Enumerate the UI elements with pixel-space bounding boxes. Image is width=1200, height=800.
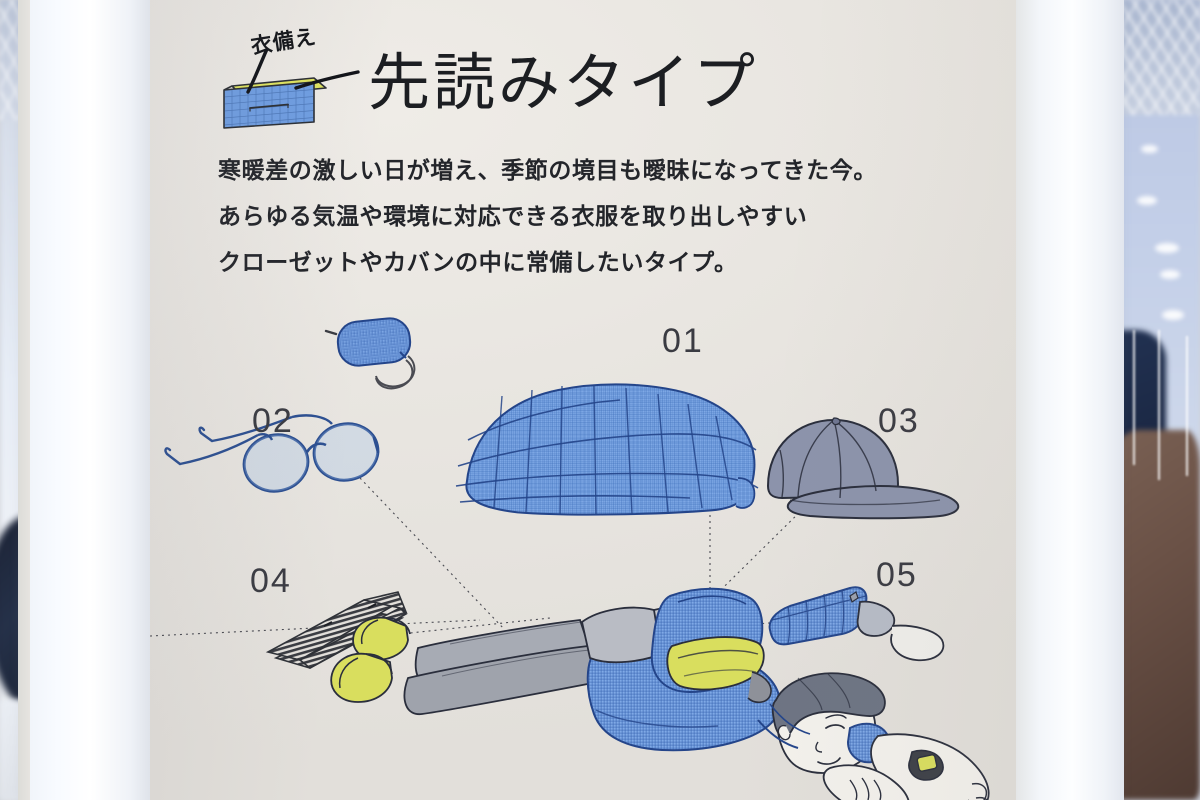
item-baseball-cap <box>766 417 960 520</box>
bokeh-2 <box>1137 196 1157 205</box>
item-number-04: 04 <box>250 562 292 600</box>
handwritten-note: 衣備え <box>249 24 319 59</box>
bokeh-3 <box>1155 243 1179 253</box>
illustration-svg <box>150 317 990 800</box>
item-eyeglasses <box>164 414 380 493</box>
item-folding-umbrella <box>768 586 945 662</box>
stuff-sack-pouch <box>324 317 416 390</box>
item-number-03: 03 <box>878 402 920 440</box>
hanger-rod-2 <box>1158 330 1160 480</box>
hanger-rod-1 <box>1133 330 1135 465</box>
illustration-area: 01 02 03 04 05 <box>150 300 1016 800</box>
item-number-01: 01 <box>662 322 704 360</box>
bokeh-4 <box>1160 270 1180 279</box>
item-number-02: 02 <box>252 402 294 440</box>
poster-panel: 衣備え 先読みタイプ 寒暖差の激しい日が増え、季節の境目も曖昧になってきた今。 … <box>150 0 1016 800</box>
right-white-pillar <box>1016 0 1124 800</box>
left-pillar-edge <box>18 0 30 800</box>
body-line-2: あらゆる気温や環境に対応できる衣服を取り出しやすい <box>218 204 808 230</box>
figure-person-lying-prone <box>330 587 990 800</box>
bokeh-5 <box>1162 310 1184 320</box>
page-title: 先読みタイプ <box>368 46 759 119</box>
body-line-1: 寒暖差の激しい日が増え、季節の境目も曖昧になってきた今。 <box>218 158 877 184</box>
item-number-05: 05 <box>876 556 918 594</box>
item-quilted-jacket <box>455 383 759 516</box>
body-line-3: クローゼットやカバンの中に常備したいタイプ。 <box>218 250 738 276</box>
left-white-pillar <box>18 0 150 800</box>
body-copy: 寒暖差の激しい日が増え、季節の境目も曖昧になってきた今。 あらゆる気温や環境に対… <box>218 148 978 286</box>
hanger-rod-3 <box>1186 336 1188 476</box>
poster-header: 衣備え 先読みタイプ <box>218 24 918 136</box>
bokeh-1 <box>1141 145 1158 153</box>
